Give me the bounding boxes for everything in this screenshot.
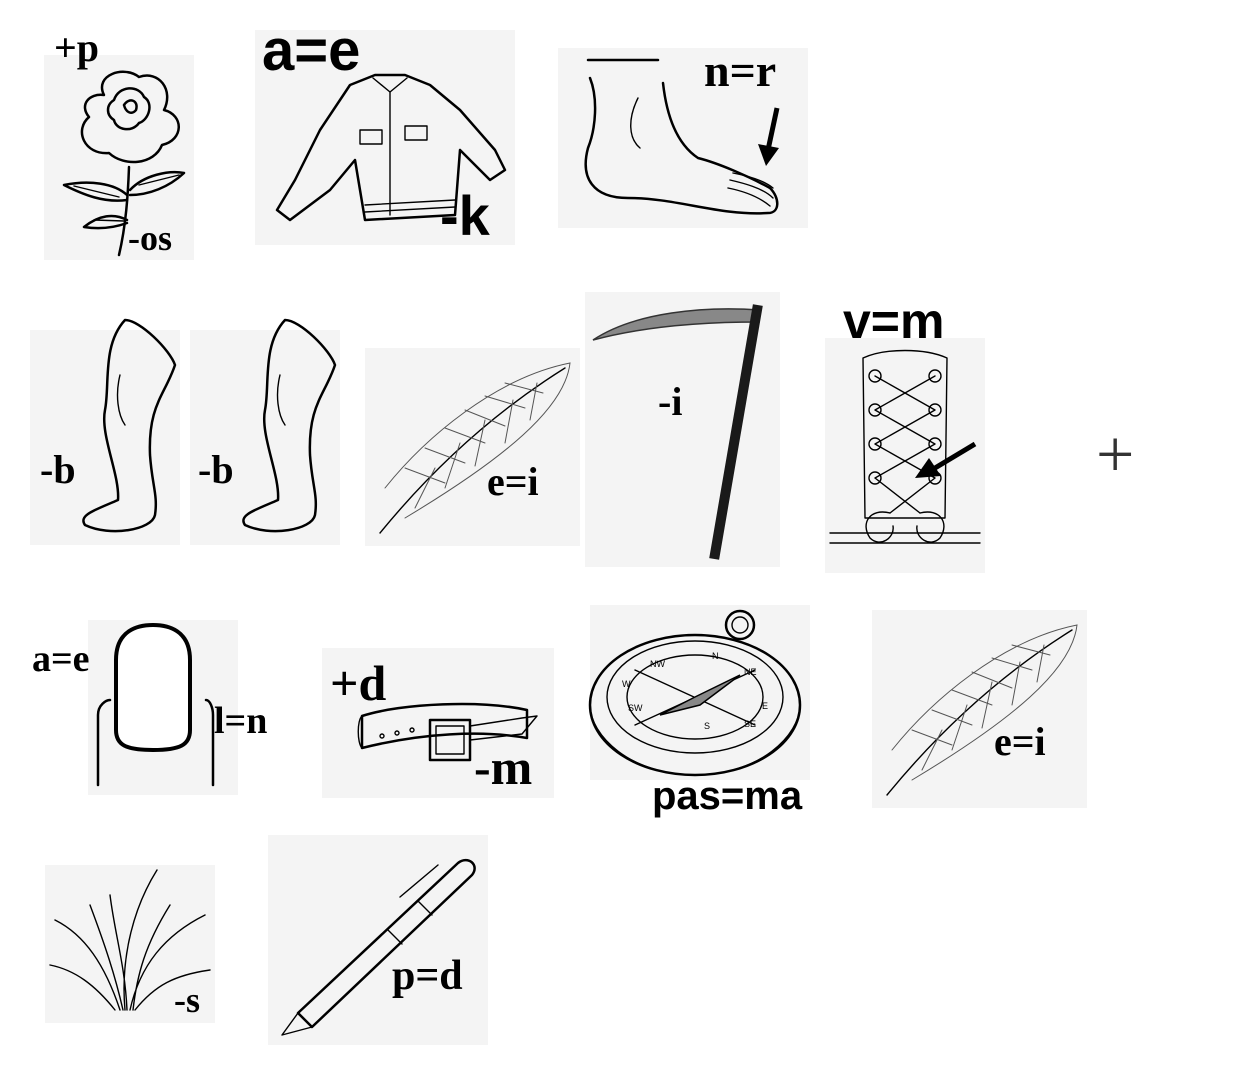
- jacket-label-bottom: -k: [440, 184, 490, 247]
- plus-sign: +: [1096, 416, 1135, 492]
- foot-picture: [558, 48, 808, 228]
- compass-letter: NE: [744, 667, 757, 677]
- rose-label-bottom: -os: [128, 218, 172, 258]
- compass-picture: [588, 605, 810, 780]
- arrow-icon: [915, 441, 977, 480]
- rose-picture: [44, 55, 194, 260]
- belt-label-top: +d: [330, 655, 387, 711]
- jacket-label-top: a=e: [262, 18, 361, 83]
- grass-label: -s: [174, 980, 200, 1020]
- compass-letter: NW: [650, 659, 665, 669]
- leg-picture: [30, 315, 180, 545]
- leg-picture: [190, 315, 340, 545]
- rose-label-top: +p: [54, 25, 100, 70]
- shoelace-label: v=m: [843, 293, 945, 349]
- fingernail-picture: [88, 620, 238, 795]
- feather-picture: [872, 610, 1087, 808]
- pen-picture: [268, 835, 488, 1045]
- belt-picture: [322, 648, 554, 798]
- leg-label: -b: [198, 447, 234, 492]
- grass-picture: [45, 865, 215, 1023]
- feather-label: e=i: [487, 459, 539, 504]
- fingernail-label-right: l=n: [214, 700, 268, 742]
- scythe-label: -i: [658, 379, 683, 424]
- compass-letter: SW: [628, 703, 643, 713]
- feather-picture: [365, 348, 580, 546]
- feather-label: e=i: [994, 719, 1046, 764]
- belt-label-bottom: -m: [474, 739, 533, 795]
- compass-letter: S: [704, 721, 711, 731]
- fingernail-label-left: a=e: [32, 638, 90, 680]
- compass-letter: N: [712, 651, 719, 661]
- foot-label: n=r: [704, 45, 777, 96]
- compass-letter: W: [622, 679, 631, 689]
- compass-letter: SE: [744, 719, 757, 729]
- compass-label: pas=ma: [652, 774, 803, 818]
- leg-label: -b: [40, 447, 76, 492]
- arrow-icon: [755, 107, 785, 168]
- scythe-picture: [585, 292, 780, 567]
- jacket-picture: [255, 30, 515, 245]
- pen-label: p=d: [392, 953, 463, 999]
- compass-letter: E: [762, 701, 769, 711]
